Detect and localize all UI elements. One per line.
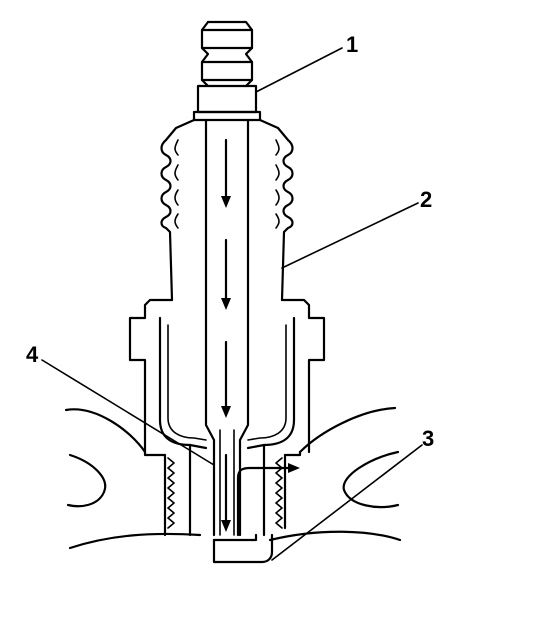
center-electrode	[204, 118, 250, 537]
leader-lines	[41, 47, 423, 561]
callout-3-label: 3	[422, 426, 434, 451]
thread-right	[275, 457, 283, 529]
ground-electrode	[212, 533, 274, 564]
leader-line-1	[255, 47, 343, 93]
insulator	[160, 118, 294, 302]
leader-line-3	[271, 444, 423, 561]
metal-shell	[128, 298, 326, 537]
terminal-collar	[192, 84, 262, 122]
heat-flow-arrows	[221, 138, 300, 537]
callout-2-label: 2	[420, 187, 432, 212]
leader-line-4	[41, 359, 215, 466]
thread-left	[167, 457, 175, 529]
terminal-nut	[200, 20, 254, 88]
leader-line-2	[281, 202, 419, 269]
callout-4-label: 4	[26, 342, 39, 367]
callout-1-label: 1	[346, 32, 358, 57]
cylinder-head	[64, 406, 402, 550]
